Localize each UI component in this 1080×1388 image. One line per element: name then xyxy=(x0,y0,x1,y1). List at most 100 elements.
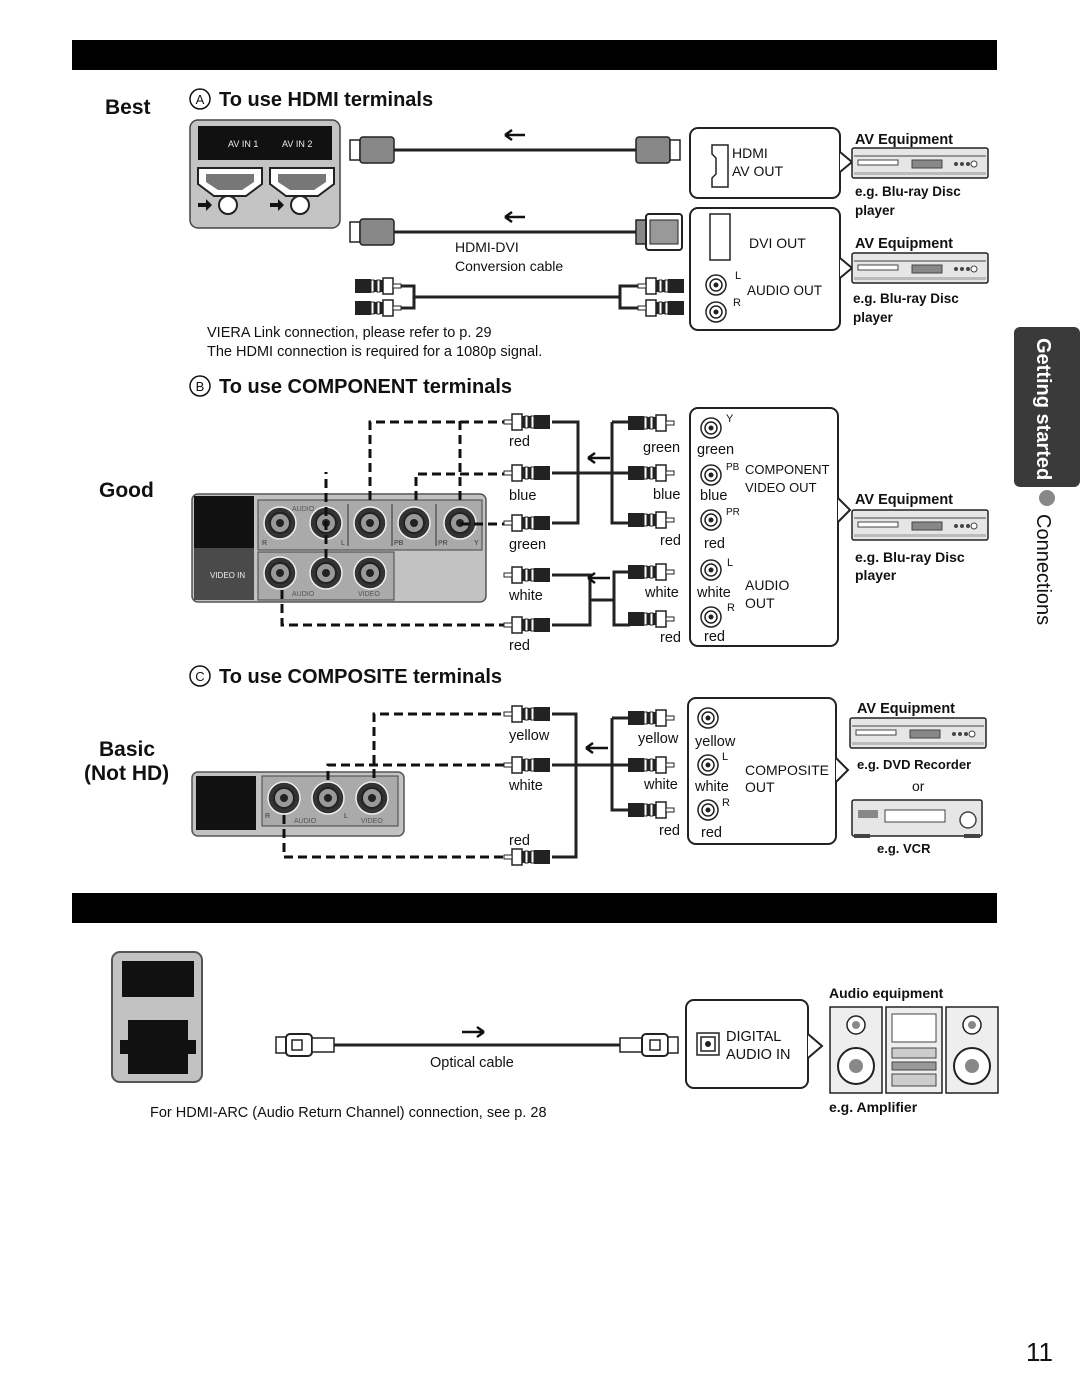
component-plug-left-3 xyxy=(504,515,550,531)
quality-basic-label: Basic xyxy=(99,738,155,761)
audio-out-b-label-2: OUT xyxy=(745,595,775,611)
jack-l-label: L xyxy=(735,270,741,282)
component-plug-left-2 xyxy=(504,465,550,481)
component-right-label-4: white xyxy=(644,585,679,601)
component-jack-label-5: red xyxy=(704,629,725,645)
bluray-player-b-image xyxy=(851,509,989,541)
component-plug-right-5 xyxy=(627,610,675,628)
section-c-letter: C xyxy=(195,669,204,684)
dvi-audio-out-panel xyxy=(689,207,854,331)
component-video-out-label: COMPONENT xyxy=(745,462,830,477)
component-left-label-1: red xyxy=(509,434,530,450)
arrow-left-icon xyxy=(504,128,525,142)
audio-equipment-title: Audio equipment xyxy=(829,985,944,1001)
component-plug-left-1 xyxy=(504,414,550,430)
section-a-title: To use HDMI terminals xyxy=(219,89,433,111)
component-plug-right-4 xyxy=(627,563,675,581)
audio-out-jack-label: AUDIO OUT xyxy=(747,283,822,298)
tv-b-pr-label: PR xyxy=(438,540,448,547)
component-jack-label-2: blue xyxy=(700,488,727,504)
side-tab-getting-started: Getting started xyxy=(1032,338,1054,480)
component-left-label-3: green xyxy=(509,537,546,553)
audio-out-b-label: AUDIO xyxy=(745,577,789,593)
jack-y-label: Y xyxy=(726,413,734,425)
component-dashed-guides xyxy=(280,420,505,627)
tv-c-video-label: VIDEO xyxy=(361,818,383,825)
composite-dashed-guides xyxy=(282,712,505,859)
jack-b-l-label: L xyxy=(727,557,733,569)
tv-av-in-2-label: AV IN 2 xyxy=(282,139,312,149)
composite-plug-right-2 xyxy=(627,756,675,774)
tv-b-audio-label: AUDIO xyxy=(292,506,315,513)
av-equipment-c-title: AV Equipment xyxy=(857,701,955,717)
viera-link-note: VIERA Link connection, please refer to p… xyxy=(207,325,492,341)
jack-c-r-label: R xyxy=(722,797,730,809)
av-equipment-1-eg-2: player xyxy=(855,203,896,218)
hdmi-jack-label: HDMI xyxy=(732,145,768,161)
hdmi-dvi-cable-label: HDMI-DVI xyxy=(455,239,519,255)
hdmi-1080p-note: The HDMI connection is required for a 10… xyxy=(207,344,542,360)
composite-plug-left-3 xyxy=(504,849,550,865)
arrow-left-icon xyxy=(587,571,610,585)
bluray-player-2-image xyxy=(851,252,989,284)
arrow-left-icon xyxy=(585,741,608,755)
av-equipment-1-eg: e.g. Blu-ray Disc xyxy=(855,184,961,199)
vcr-image xyxy=(851,799,983,838)
av-equipment-b-eg-2: player xyxy=(855,567,897,583)
arrow-left-icon xyxy=(504,210,525,224)
section-c-title: To use COMPOSITE terminals xyxy=(219,666,502,688)
dvi-out-jack-label: DVI OUT xyxy=(749,235,806,251)
tv-b-video-in-label: VIDEO IN xyxy=(210,571,245,580)
component-left-label-2: blue xyxy=(509,488,536,504)
tv-b-y-label: Y xyxy=(474,540,479,547)
av-equipment-b-eg: e.g. Blu-ray Disc xyxy=(855,549,965,565)
tv-c-r-label: R xyxy=(265,813,270,820)
section-b-letter: B xyxy=(196,379,205,394)
composite-cable xyxy=(552,712,640,859)
jack-pb-label: PB xyxy=(726,462,740,473)
component-video-out-label-2: VIDEO OUT xyxy=(745,480,817,495)
tv-b-video-label: VIDEO xyxy=(358,591,380,598)
audio-equipment-eg: e.g. Amplifier xyxy=(829,1099,918,1115)
audio-in-jack-label: AUDIO IN xyxy=(726,1047,790,1063)
top-header-bar xyxy=(72,40,997,70)
component-jack-label-3: red xyxy=(704,536,725,552)
composite-out-label-2: OUT xyxy=(745,779,775,795)
hdmi-dvi-cable xyxy=(349,210,683,251)
jack-c-l-label: L xyxy=(722,751,728,763)
jack-b-r-label: R xyxy=(727,602,735,614)
optical-cable-label: Optical cable xyxy=(430,1055,514,1071)
arrow-right-icon xyxy=(462,1025,485,1039)
tv-b-r-label: R xyxy=(262,540,267,547)
composite-plug-left-1 xyxy=(504,706,550,722)
hdmi-dvi-cable-label-2: Conversion cable xyxy=(455,258,563,274)
composite-plug-right-3 xyxy=(627,801,675,819)
bluray-player-1-image xyxy=(851,147,989,179)
composite-plug-right-1 xyxy=(627,709,675,727)
component-left-label-4: white xyxy=(508,588,543,604)
tv-b-l-label: L xyxy=(341,540,345,547)
av-equipment-2-title: AV Equipment xyxy=(855,236,953,252)
section-b-letter-circle xyxy=(189,375,211,397)
component-plug-right-2 xyxy=(627,464,675,482)
composite-right-label-2: white xyxy=(643,777,678,793)
composite-jack-label-3: red xyxy=(701,825,722,841)
av-equipment-2-eg-2: player xyxy=(853,310,894,325)
composite-jack-label-1: yellow xyxy=(695,734,736,750)
tv-composite-panel xyxy=(191,771,405,837)
composite-left-label-3: red xyxy=(509,833,530,849)
digital-jack-label: DIGITAL xyxy=(726,1029,781,1045)
composite-right-label-3: red xyxy=(659,823,680,839)
side-tab-bullet xyxy=(1039,490,1055,506)
jack-pr-label: PR xyxy=(726,507,740,518)
composite-out-label: COMPOSITE xyxy=(745,762,829,778)
tv-optical-panel xyxy=(111,951,203,1083)
section-a-letter: A xyxy=(196,92,205,107)
dvd-recorder-image xyxy=(849,717,987,749)
tv-c-audio-label: AUDIO xyxy=(294,818,317,825)
component-cable xyxy=(552,420,640,627)
audio-cable-a xyxy=(354,277,684,317)
digital-audio-in-panel xyxy=(685,999,824,1089)
component-left-label-5: red xyxy=(509,638,530,654)
